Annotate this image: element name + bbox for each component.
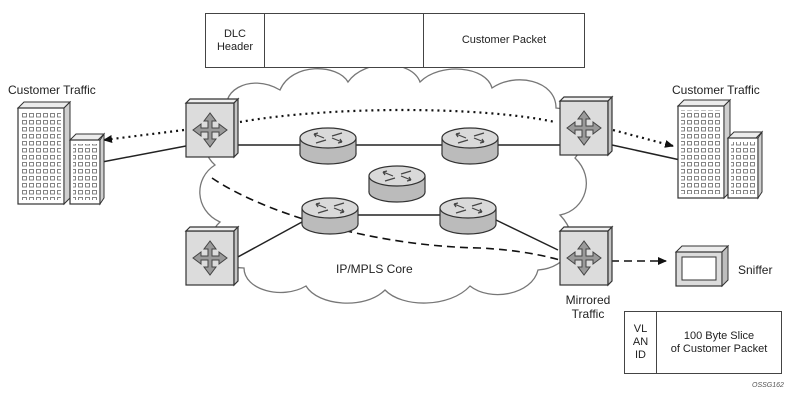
packet-slice-cell: 100 Byte Slice of Customer Packet <box>656 311 782 374</box>
core-router-top-right <box>441 127 499 165</box>
packet-customer-payload-cell: Customer Packet <box>423 13 585 68</box>
edge-switch-bottom-left <box>185 226 239 286</box>
core-router-top-left <box>299 127 357 165</box>
packet-dlc-header-cell: DLC Header <box>205 13 265 68</box>
core-router-center <box>368 165 426 203</box>
sniffer-monitor-icon <box>674 244 730 288</box>
customer-traffic-right-label: Customer Traffic <box>672 83 760 97</box>
packet-empty-cell <box>264 13 424 68</box>
core-router-bottom-right <box>439 197 497 235</box>
solid-links <box>101 144 695 259</box>
sniffer-label: Sniffer <box>738 263 773 277</box>
core-router-bottom-left <box>301 197 359 235</box>
slice-line1: 100 Byte Slice <box>683 329 755 342</box>
dlc-header-line2: Header <box>216 40 254 53</box>
figure-id-label: OSSG162 <box>752 382 784 389</box>
edge-switch-mirror <box>559 226 613 286</box>
mirrored-label-line2: Traffic <box>571 307 605 321</box>
customer-packet-label: Customer Packet <box>461 34 547 46</box>
vlan-id-line3: ID <box>635 349 646 361</box>
slice-line2: of Customer Packet <box>670 342 768 355</box>
customer-traffic-left-label: Customer Traffic <box>8 83 96 97</box>
edge-switch-top-left <box>185 98 239 158</box>
vlan-id-line2: AN <box>632 336 649 348</box>
mirrored-traffic-dashed <box>211 177 667 265</box>
customer-traffic-dotted <box>103 108 674 148</box>
dlc-header-line1: DLC <box>223 27 246 40</box>
packet-vlan-id-cell: VL AN ID <box>624 311 657 374</box>
vlan-id-line1: VL <box>633 323 648 335</box>
edge-switch-top-right <box>559 96 613 156</box>
mirrored-label-line1: Mirrored <box>565 293 611 307</box>
customer-building-right <box>676 98 764 200</box>
core-label: IP/MPLS Core <box>336 262 413 276</box>
customer-building-left <box>16 100 106 206</box>
mirrored-traffic-label: Mirrored Traffic <box>556 293 620 321</box>
